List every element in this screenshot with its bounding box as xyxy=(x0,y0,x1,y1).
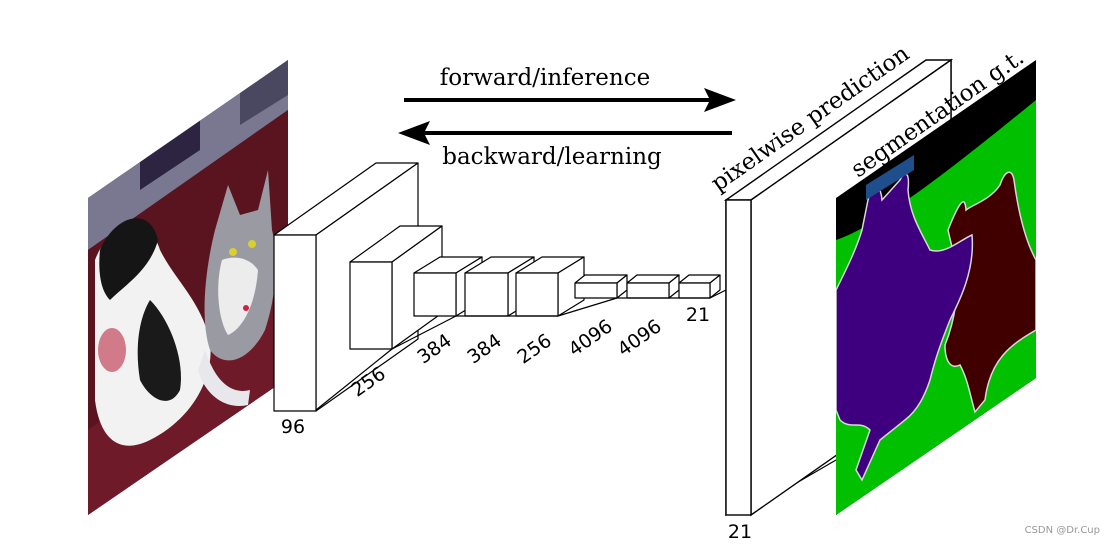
layer-box xyxy=(626,274,680,299)
layer-box xyxy=(678,274,721,299)
input-photo xyxy=(88,60,288,515)
layer-box xyxy=(515,256,585,317)
forward-arrow xyxy=(404,88,736,112)
layer-size-label: 4096 xyxy=(564,315,616,361)
layer-box xyxy=(574,274,628,299)
layer-size-label: 256 xyxy=(513,330,555,369)
layer-size-label: 384 xyxy=(413,330,455,369)
forward-label: forward/inference xyxy=(440,65,650,91)
backward-label: backward/learning xyxy=(442,144,662,170)
watermark: CSDN @Dr.Cup xyxy=(1025,525,1100,536)
layer-size-label: 384 xyxy=(463,330,505,369)
backward-arrow xyxy=(398,121,732,145)
network-layers xyxy=(273,162,721,412)
layer-size-label: 21 xyxy=(686,304,710,326)
label-box xyxy=(866,155,914,200)
segmentation-image xyxy=(836,60,1036,515)
output-label: 21 xyxy=(728,521,752,543)
layer-size-label: 4096 xyxy=(613,315,665,361)
layer-size-label: 96 xyxy=(281,416,305,438)
